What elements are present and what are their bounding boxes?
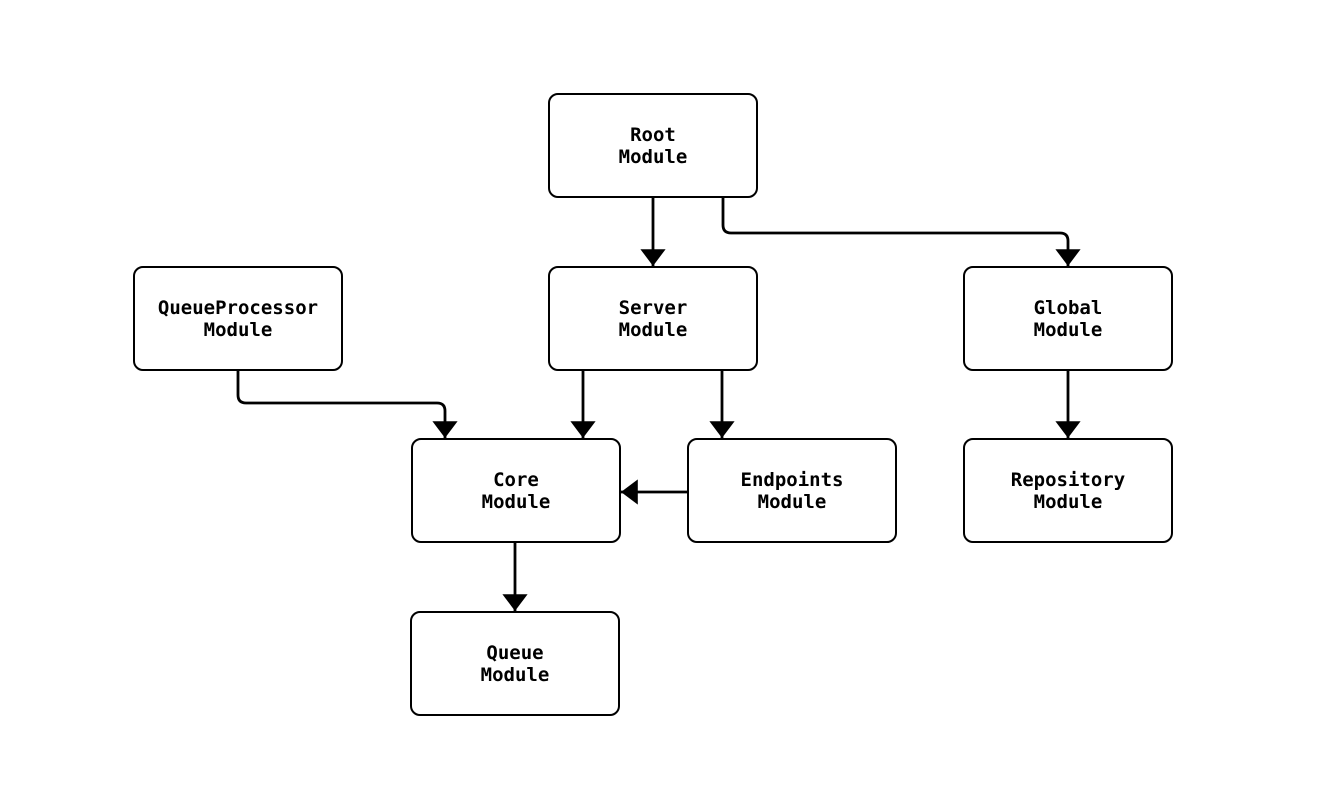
node-label-line1: QueueProcessor: [157, 296, 319, 319]
node-repository-module: Repository Module: [963, 438, 1173, 543]
node-core-module: Core Module: [411, 438, 621, 543]
node-label-line2: Module: [480, 663, 550, 686]
node-label-line2: Module: [618, 318, 688, 341]
node-label-line2: Module: [1033, 490, 1103, 513]
node-label-line1: Repository: [1010, 468, 1126, 491]
node-global-module: Global Module: [963, 266, 1173, 371]
edge-queueprocessor-to-core: [236, 371, 458, 438]
node-label-line2: Module: [203, 318, 273, 341]
node-label-line2: Module: [481, 490, 551, 513]
edge-root-to-global: [721, 198, 1081, 266]
node-label-line2: Module: [1033, 318, 1103, 341]
node-root-module: Root Module: [548, 93, 758, 198]
node-label-line1: Core: [493, 468, 539, 491]
node-endpoints-module: Endpoints Module: [687, 438, 897, 543]
node-queueprocessor-module: QueueProcessor Module: [133, 266, 343, 371]
node-label-line2: Module: [757, 490, 827, 513]
node-label-line1: Root: [630, 123, 676, 146]
node-label-line2: Module: [618, 145, 688, 168]
node-label-line1: Endpoints: [740, 468, 844, 491]
node-server-module: Server Module: [548, 266, 758, 371]
node-label-line1: Server: [618, 296, 688, 319]
node-label-line1: Queue: [486, 641, 544, 664]
node-label-line1: Global: [1033, 296, 1103, 319]
node-queue-module: Queue Module: [410, 611, 620, 716]
